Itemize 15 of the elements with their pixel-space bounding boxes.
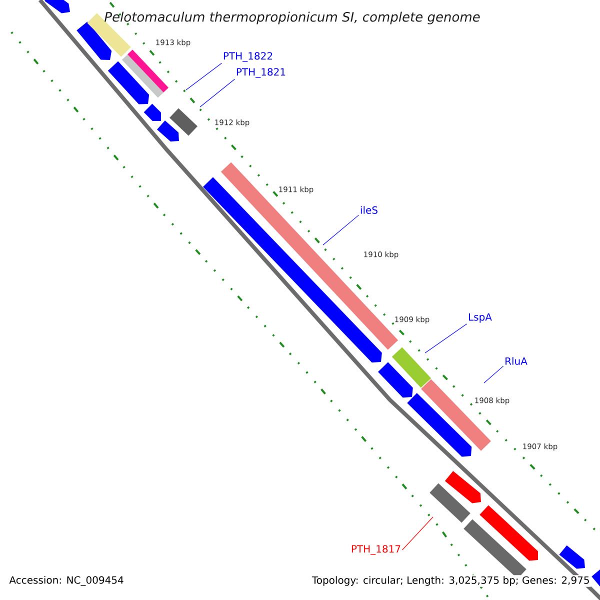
leader-line	[186, 62, 222, 90]
title: Pelotomaculum thermopropionicum SI, complete genome	[104, 12, 480, 24]
footer-text: Topology: circular; Length: 3,025,375 bp; Genes: 2,975	[310, 575, 591, 587]
footer-text: Accession: NC_009454	[9, 576, 124, 586]
leader-line	[484, 366, 504, 384]
leader-line	[200, 78, 236, 108]
gene-label: LspA	[469, 313, 492, 323]
leader-line	[424, 324, 468, 354]
leader-line	[402, 516, 434, 550]
gene-label: PTH_1822	[224, 52, 272, 62]
gene-label: RluA	[506, 357, 528, 365]
gene-label: ileS	[360, 206, 378, 214]
gene-label: PTH_1821	[236, 68, 286, 78]
gene-label: PTH_1817	[352, 545, 400, 555]
leader-line	[322, 214, 360, 246]
